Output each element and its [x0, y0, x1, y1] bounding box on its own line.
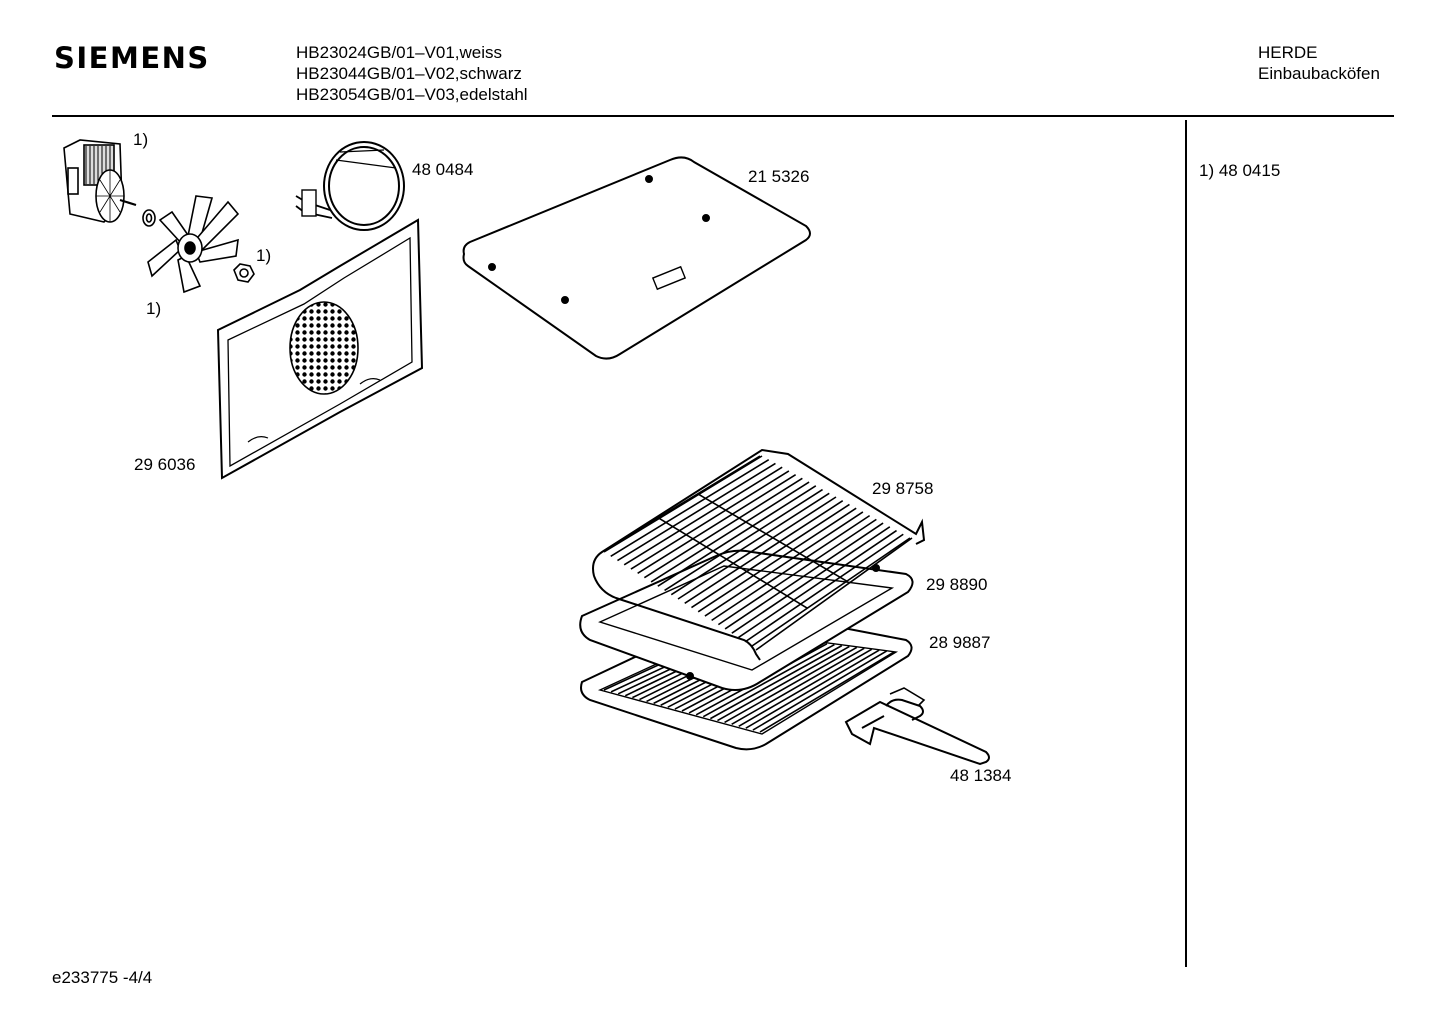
wire-bar — [759, 651, 895, 733]
nut-drawing — [233, 263, 255, 283]
category-title: HERDE — [1258, 43, 1318, 62]
wire-shelf-drawing — [592, 448, 926, 661]
header-divider — [52, 115, 1394, 117]
category-block: HERDE Einbaubacköfen — [1258, 42, 1380, 84]
wire-bar — [637, 473, 797, 575]
wire-bar — [677, 496, 837, 600]
wire-bar — [697, 507, 857, 613]
rear-panel-label: 29 6036 — [134, 455, 196, 474]
wire-bar — [603, 455, 763, 553]
fan-motor-drawing — [63, 139, 137, 223]
wire-bar — [752, 650, 887, 731]
grill-rack-label: 28 9887 — [929, 633, 991, 652]
wire-bar — [691, 503, 850, 609]
wire-bar — [684, 500, 844, 604]
model-line-3: HB23054GB/01–V03,edelstahl — [296, 85, 528, 104]
fan-blade-drawing — [147, 195, 240, 294]
wire-bar — [709, 644, 843, 720]
washer-drawing — [142, 209, 156, 227]
wire-bar — [610, 459, 770, 557]
brand-logo: SIEMENS — [54, 41, 210, 75]
tray-handle-drawing — [844, 687, 990, 766]
wire-cross-bar — [658, 517, 808, 609]
heating-element-label: 48 0484 — [412, 160, 474, 179]
category-subtitle: Einbaubacköfen — [1258, 64, 1380, 83]
wire-bar — [623, 466, 783, 566]
wire-bar — [617, 462, 776, 562]
wire-bar — [744, 533, 904, 643]
top-panel-drawing — [462, 156, 811, 360]
wire-bar — [717, 518, 877, 626]
top-panel-label: 21 5326 — [748, 167, 810, 186]
wire-bar — [643, 477, 803, 579]
wire-bar — [745, 649, 880, 729]
sidebar-divider — [1185, 120, 1187, 967]
wire-bar — [724, 522, 884, 630]
model-line-2: HB23044GB/01–V02,schwarz — [296, 64, 522, 83]
model-line-1: HB23024GB/01–V01,weiss — [296, 43, 503, 62]
wire-shelf-label: 29 8758 — [872, 479, 934, 498]
heating-element-drawing — [295, 141, 405, 231]
wire-bar — [711, 514, 871, 622]
wire-bar — [657, 485, 817, 587]
wire-bar — [717, 645, 850, 722]
wire-bar — [738, 648, 873, 727]
wire-bar — [630, 470, 790, 570]
wire-bar — [731, 647, 865, 726]
wire-bar — [731, 526, 891, 634]
wire-bar — [650, 481, 810, 583]
wire-bar — [702, 644, 835, 718]
fan-hub-note-label: 1) — [256, 246, 272, 265]
wire-bar — [738, 529, 897, 639]
tray-handle-label: 48 1384 — [950, 766, 1012, 785]
motor-note-label: 1) — [133, 130, 149, 149]
baking-tray-label: 29 8890 — [926, 575, 988, 594]
footnote-1: 1) 48 0415 — [1199, 161, 1281, 180]
wire-bar — [664, 488, 823, 592]
wire-bar — [751, 537, 911, 647]
wire-bar — [670, 492, 830, 596]
document-id: e233775 -4/4 — [52, 968, 153, 987]
rear-panel-drawing — [216, 218, 424, 480]
wire-bar — [704, 511, 864, 617]
wire-cross-bar — [698, 493, 848, 582]
wire-bar — [724, 646, 858, 724]
model-list: HB23024GB/01–V01,weiss HB23044GB/01–V02,… — [296, 42, 528, 105]
fan-blade-note-label: 1) — [146, 299, 162, 318]
